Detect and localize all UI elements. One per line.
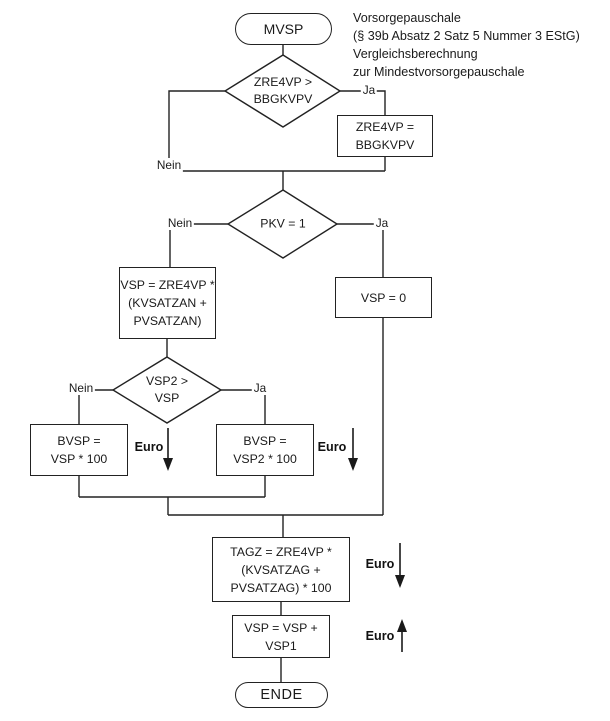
text-line: VSP * 100 (50, 452, 108, 466)
euro-arrow-down-bvsp-left (163, 428, 173, 471)
euro-label-bvsp-left: Euro (134, 440, 164, 454)
terminator-start-label: MVSP (263, 21, 304, 37)
branch-label-pkv-ja: Ja (373, 216, 391, 230)
text-line: BBGKVPV (253, 92, 313, 106)
text-line: PVSATZAN) (133, 314, 202, 328)
euro-label-vsp-add: Euro (365, 629, 395, 643)
process-box-tagz-text: TAGZ = ZRE4VP * (KVSATZAG + PVSATZAG) * … (230, 543, 332, 597)
decision-diamond-pkv (226, 189, 339, 259)
text-line: BVSP = (243, 434, 287, 448)
text-line: TAGZ = ZRE4VP * (230, 544, 332, 559)
process-box-vsp-zero: VSP = 0 (335, 277, 432, 318)
process-box-zre4vp-assign: ZRE4VP = BBGKVPV (337, 115, 433, 157)
branch-label-vsp2-ja: Ja (251, 381, 269, 395)
decision-diamond-zre4vp (223, 54, 342, 128)
process-box-vsp-zero-text: VSP = 0 (360, 290, 407, 305)
process-box-zre4vp-assign-text: ZRE4VP = BBGKVPV (356, 118, 415, 154)
decision-vsp2-label: VSP2 > VSP (146, 373, 188, 407)
branch-label-zre4vp-nein: Nein (154, 158, 184, 172)
branch-label-vsp2-nein: Nein (66, 381, 96, 395)
text-line: VSP = ZRE4VP * (120, 278, 215, 292)
terminator-end-label: ENDE (260, 687, 303, 703)
euro-arrow-down-tagz (395, 543, 405, 588)
annotation-text: Vorsorgepauschale (§ 39b Absatz 2 Satz 5… (353, 9, 580, 81)
text-line: PKV = 1 (260, 216, 306, 231)
euro-label-bvsp-right: Euro (317, 440, 347, 454)
process-box-vsp-add-text: VSP = VSP + VSP1 (244, 619, 317, 655)
text-line: (KVSATZAN + (128, 296, 207, 310)
euro-arrow-up-vsp-add (397, 619, 407, 652)
terminator-start: MVSP (235, 13, 332, 45)
process-box-bvsp-vsp: BVSP = VSP * 100 (30, 424, 128, 476)
decision-pkv-label: PKV = 1 (260, 216, 305, 233)
text-line: VSP = VSP + (244, 620, 318, 635)
text-line: VSP2 > (145, 374, 189, 388)
annotation-line: Vorsorgepauschale (353, 11, 461, 25)
text-line: (KVSATZAG + (241, 562, 321, 577)
euro-arrow-down-bvsp-right (348, 428, 358, 471)
text-line: ZRE4VP > (253, 75, 313, 89)
annotation-line: zur Mindestvorsorgepauschale (353, 65, 525, 79)
euro-label-tagz: Euro (365, 557, 395, 571)
annotation-line: Vergleichsberechnung (353, 47, 478, 61)
annotation-line: (§ 39b Absatz 2 Satz 5 Nummer 3 EStG) (353, 29, 580, 43)
text-line: VSP1 (265, 638, 297, 653)
decision-diamond-vsp2 (111, 356, 223, 424)
text-line: VSP (154, 391, 180, 405)
process-box-bvsp-vsp-text: BVSP = VSP * 100 (51, 432, 108, 468)
text-line: PVSATZAG) * 100 (230, 580, 332, 595)
text-line: ZRE4VP = (355, 120, 415, 134)
process-box-bvsp-vsp2-text: BVSP = VSP2 * 100 (233, 432, 297, 468)
branch-label-zre4vp-ja: Ja (360, 83, 378, 97)
branch-label-pkv-nein: Nein (165, 216, 195, 230)
process-box-tagz: TAGZ = ZRE4VP * (KVSATZAG + PVSATZAG) * … (212, 537, 350, 602)
decision-zre4vp-label: ZRE4VP > BBGKVPV (254, 74, 313, 108)
process-box-vsp-calc: VSP = ZRE4VP * (KVSATZAN + PVSATZAN) (119, 267, 216, 339)
process-box-vsp-calc-text: VSP = ZRE4VP * (KVSATZAN + PVSATZAN) (120, 276, 214, 330)
text-line: VSP2 * 100 (233, 452, 297, 466)
text-line: BBGKVPV (355, 138, 415, 152)
terminator-end: ENDE (235, 682, 328, 708)
process-box-vsp-add: VSP = VSP + VSP1 (232, 615, 330, 658)
process-box-bvsp-vsp2: BVSP = VSP2 * 100 (216, 424, 314, 476)
text-line: BVSP = (57, 434, 101, 448)
